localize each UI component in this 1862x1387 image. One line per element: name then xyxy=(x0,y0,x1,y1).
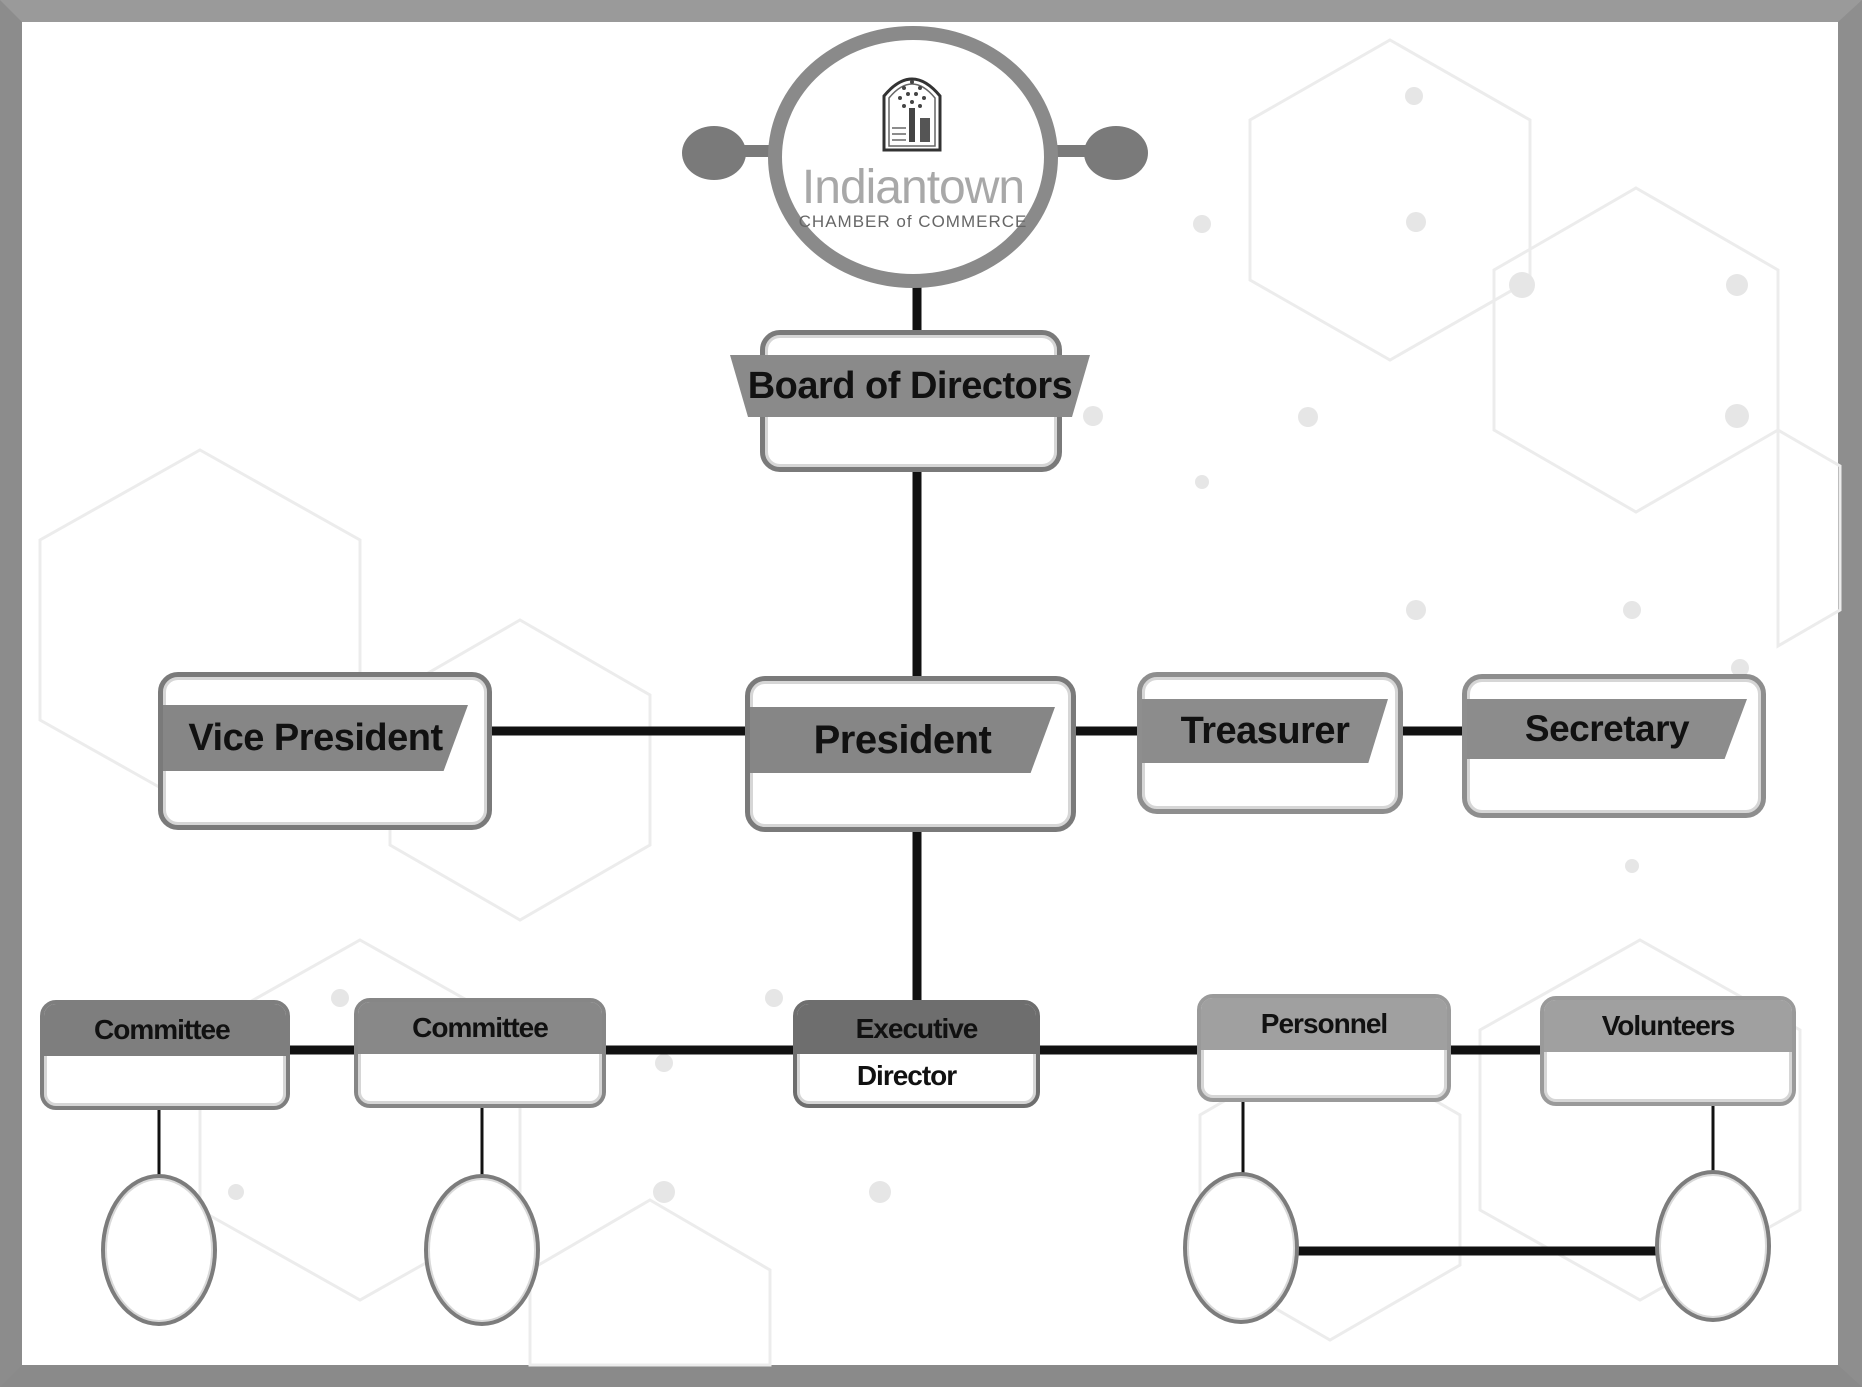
volunteers-member-circle xyxy=(1655,1170,1771,1322)
personnel-node: Personnel xyxy=(1197,994,1451,1102)
tree-arch-emblem-icon xyxy=(882,77,942,152)
committee-1-member-circle xyxy=(101,1174,217,1326)
logo-subtitle: CHAMBER of COMMERCE xyxy=(798,212,1028,231)
president-node: President xyxy=(745,676,1076,832)
logo-title: Indiantown xyxy=(801,161,1025,214)
committee-label-2: Committee xyxy=(358,1002,602,1054)
personnel-label: Personnel xyxy=(1201,998,1447,1050)
executive-director-label: Executive xyxy=(797,1004,1036,1054)
secretary-label: Secretary xyxy=(1467,699,1747,759)
vice-president-label: Vice President xyxy=(163,705,468,771)
volunteers-label: Volunteers xyxy=(1544,1000,1792,1052)
treasurer-label: Treasurer xyxy=(1142,699,1388,763)
committee-node-2: Committee xyxy=(354,998,606,1108)
vice-president-node: Vice President xyxy=(158,672,492,830)
executive-director-label-line2: Director xyxy=(856,1060,957,1091)
committee-node-1: Committee xyxy=(40,1000,290,1110)
committee-label-1: Committee xyxy=(44,1004,286,1056)
president-label: President xyxy=(750,707,1055,773)
logo-right-stem xyxy=(1046,145,1096,157)
volunteers-node: Volunteers xyxy=(1540,996,1796,1106)
committee-2-member-circle xyxy=(424,1174,540,1326)
logo-left-stem xyxy=(730,145,780,157)
executive-director-node: Executive Director xyxy=(793,1000,1040,1108)
board-of-directors-label: Board of Directors xyxy=(730,355,1090,417)
personnel-member-circle xyxy=(1183,1172,1299,1324)
board-of-directors-node: Board of Directors xyxy=(730,330,1090,472)
secretary-node: Secretary xyxy=(1462,674,1766,818)
treasurer-node: Treasurer xyxy=(1137,672,1403,814)
